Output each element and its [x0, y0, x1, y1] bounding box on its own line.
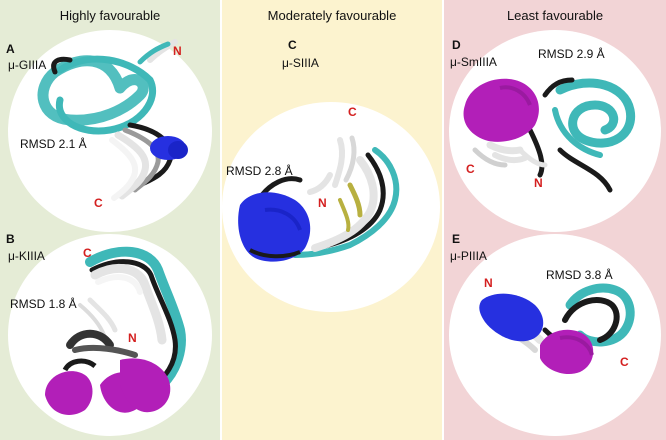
n-terminus-label: N [484, 276, 493, 290]
c-terminus-label: C [94, 196, 103, 210]
panel-c-helix-blue [238, 192, 311, 262]
panel-letter: D [452, 38, 461, 52]
column-title: Highly favourable [59, 8, 161, 23]
panel-letter: B [6, 232, 15, 246]
panel-letter: A [6, 42, 15, 56]
rmsd-label: RMSD 3.8 Å [546, 268, 613, 282]
panel-letter: C [288, 38, 297, 52]
rmsd-label: RMSD 2.9 Å [538, 47, 605, 61]
n-terminus-label: N [173, 44, 182, 58]
peptide-name: μ-SmIIIA [450, 55, 497, 69]
peptide-name: μ-PIIIA [450, 249, 487, 263]
n-terminus-label: N [318, 196, 327, 210]
c-terminus-label: C [466, 162, 475, 176]
n-terminus-label: N [128, 331, 137, 345]
panel-letter: E [452, 232, 461, 246]
n-terminus-label: N [534, 176, 543, 190]
panel-b-helix-magenta [45, 371, 93, 415]
c-terminus-label: C [348, 105, 357, 119]
rmsd-label: RMSD 2.8 Å [226, 164, 293, 178]
c-terminus-label: C [620, 355, 629, 369]
column-title: Moderately favourable [267, 8, 397, 23]
peptide-name: μ-SIIIA [282, 56, 319, 70]
c-terminus-label: C [83, 246, 92, 260]
rmsd-label: RMSD 2.1 Å [20, 137, 87, 151]
peptide-name: μ-KIIIA [8, 249, 45, 263]
panel-e-helix-blue [479, 293, 544, 342]
peptide-name: μ-GIIIA [8, 58, 47, 72]
column-title: Least favourable [506, 8, 604, 23]
rmsd-label: RMSD 1.8 Å [10, 297, 77, 311]
